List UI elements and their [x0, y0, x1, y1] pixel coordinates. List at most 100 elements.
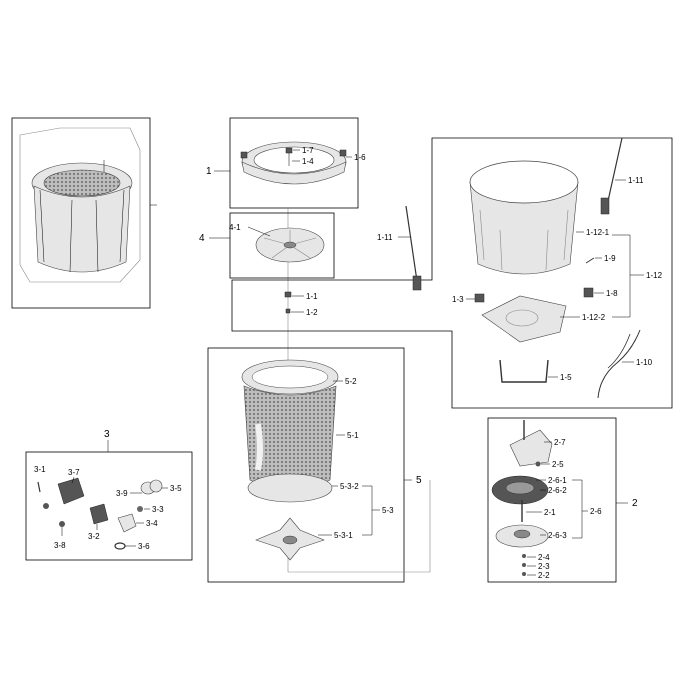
bracket-5-3: [362, 485, 373, 536]
part-4-1-spokes: [263, 230, 317, 259]
part-1-5-bracket: [499, 359, 549, 383]
label-3-9: 3-9: [116, 489, 128, 498]
tub-panel-frame: [231, 137, 673, 409]
leader-3-7: [71, 476, 75, 484]
bracket-2-6: [572, 479, 583, 539]
overview-frame: [11, 117, 151, 309]
part-1-11-damper-left: [412, 275, 422, 291]
tub-cover-skirt: [241, 161, 347, 185]
label-2-6-1: 2-6-1: [548, 476, 567, 485]
cover-clip-left: [240, 151, 248, 159]
part-1-11-damper-right: [600, 197, 610, 215]
group-2-label: 2: [632, 498, 638, 509]
part-1-10-wire: [607, 333, 631, 369]
bracket-1-12: [612, 234, 631, 318]
label-1-5: 1-5: [560, 373, 572, 382]
outer-tub-rim: [469, 160, 579, 204]
pulsator-hub: [282, 535, 298, 545]
label-3-6: 3-6: [138, 542, 150, 551]
label-5-3-1: 5-3-1: [334, 531, 353, 540]
part-2-5-icon: [535, 461, 541, 467]
label-2-7: 2-7: [554, 438, 566, 447]
group-2-frame: [487, 417, 617, 583]
label-1-11-right: 1-11: [628, 176, 644, 185]
label-1-10: 1-10: [636, 358, 653, 367]
label-1-12-2: 1-12-2: [582, 313, 606, 322]
outer-tub-body: [469, 181, 579, 275]
part-1-1-icon: [284, 291, 292, 298]
overview-rod-right: [119, 189, 125, 263]
part-3-5-icon: [149, 479, 163, 493]
part-3-1-icon: [37, 481, 41, 493]
label-5-3: 5-3: [382, 506, 394, 515]
part-3-8-icon: [59, 521, 65, 527]
label-1-8: 1-8: [606, 289, 618, 298]
label-1-12-1: 1-12-1: [586, 228, 610, 237]
label-5-1: 5-1: [347, 431, 359, 440]
label-1-6: 1-6: [354, 153, 366, 162]
part-1-11-rod-left: [405, 205, 419, 289]
group-4-label: 4: [199, 233, 205, 244]
group-3-valves: 3 3-1 3-7 3-2 3-8 3-9 3-5 3-3 3-4 3-6: [25, 429, 193, 561]
overview-rod-front-left: [69, 199, 73, 273]
group-1-label: 1: [206, 166, 212, 177]
label-2-5: 2-5: [552, 460, 564, 469]
part-1-10-harness: [597, 329, 641, 399]
label-2-6: 2-6: [590, 507, 602, 516]
label-1-12: 1-12: [646, 271, 663, 280]
overview-rod-left: [39, 189, 45, 263]
label-3-4: 3-4: [146, 519, 158, 528]
label-3-7: 3-7: [68, 468, 80, 477]
label-1-2: 1-2: [306, 308, 318, 317]
part-3-1-screw-icon: [43, 503, 49, 509]
part-1-8-icon: [583, 287, 594, 298]
label-2-1: 2-1: [544, 508, 556, 517]
label-2-6-3: 2-6-3: [548, 531, 567, 540]
group-3-label: 3: [104, 429, 110, 440]
outer-tub-ribs: [479, 209, 569, 271]
part-1-7-icon: [285, 147, 293, 154]
cover-clip-right: [339, 149, 347, 157]
overview-rod-front-right: [95, 199, 99, 273]
tub-cover-opening: [253, 146, 335, 174]
group-2-motor: 2 2-7 2-5 2-6-1 2-6-2 2-1 2-6-3 2-6 2-4: [487, 417, 638, 583]
group-1-frame: [229, 117, 359, 209]
part-5-3-2-flange: [247, 473, 333, 503]
label-1-7: 1-7: [302, 146, 314, 155]
label-1-3: 1-3: [452, 295, 464, 304]
part-1-9-icon: [585, 257, 595, 264]
part-5-2-opening: [251, 365, 329, 389]
overview-panel: [11, 117, 157, 309]
part-1-2-icon: [285, 308, 291, 314]
label-1-9: 1-9: [604, 254, 616, 263]
part-1-3-icon: [474, 293, 485, 303]
part-1-12-2-hub: [505, 309, 539, 327]
part-3-3-icon: [137, 506, 143, 512]
label-2-6-2: 2-6-2: [548, 486, 567, 495]
label-1-11-left: 1-11: [377, 233, 393, 242]
group-4-frame: [229, 212, 335, 279]
label-2-2: 2-2: [538, 571, 550, 580]
label-3-3: 3-3: [152, 505, 164, 514]
label-5-3-2: 5-3-2: [340, 482, 359, 491]
label-3-8: 3-8: [54, 541, 66, 550]
part-3-6-icon: [114, 542, 126, 550]
part-2-4-icon: [522, 554, 526, 558]
part-2-7-clutch: [509, 429, 553, 467]
part-3-4-icon: [117, 513, 137, 533]
group-5-link: [287, 480, 431, 573]
overview-cabinet: [33, 185, 131, 273]
rotor-hub: [513, 529, 531, 539]
label-4-1: 4-1: [229, 223, 241, 232]
part-2-2-icon: [522, 572, 526, 576]
group-5-label: 5: [416, 475, 422, 486]
label-5-2: 5-2: [345, 377, 357, 386]
group-4-pulsator-cap: 4 4-1: [199, 212, 335, 279]
leader-4-1: [247, 226, 271, 237]
overview-tub-opening: [43, 169, 121, 197]
part-2-3-icon: [522, 563, 526, 567]
group-5-basket: 5 5-2 5-1 5-3-2 5-3-1 5-3: [207, 347, 431, 583]
part-1-12-2-base: [481, 295, 567, 343]
label-2-3: 2-3: [538, 562, 550, 571]
